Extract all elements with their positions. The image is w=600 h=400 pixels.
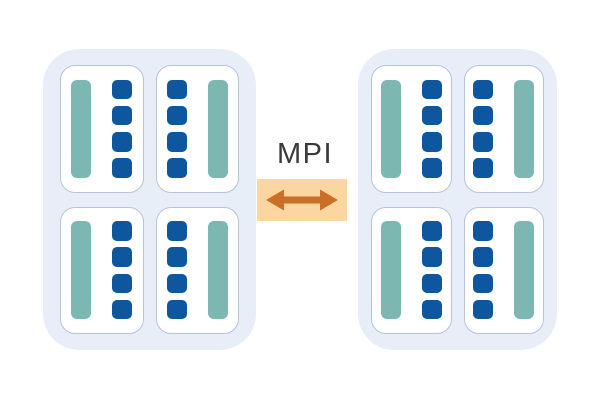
cpu-socket <box>60 65 144 193</box>
cpu-socket <box>371 65 452 193</box>
cpu-socket <box>155 65 239 193</box>
compute-node-left <box>43 49 256 350</box>
process-square <box>112 221 133 241</box>
cpu-socket <box>155 206 239 334</box>
process-square <box>166 105 187 126</box>
cpu-socket <box>371 206 452 334</box>
compute-node-right <box>358 49 557 350</box>
process-square <box>421 158 442 178</box>
teal-core-bar <box>380 221 401 320</box>
process-square <box>421 132 442 152</box>
process-square <box>421 247 442 267</box>
teal-core-bar <box>207 79 228 178</box>
teal-core-bar <box>71 221 92 320</box>
process-square <box>473 247 494 267</box>
process-square <box>112 105 133 126</box>
process-square-column <box>112 221 133 320</box>
process-square <box>112 158 133 178</box>
double-arrow-icon <box>266 189 338 211</box>
process-square-column <box>166 221 187 320</box>
process-square <box>421 221 442 241</box>
process-square <box>166 299 187 320</box>
process-square <box>473 273 494 294</box>
process-square <box>166 158 187 178</box>
process-square <box>421 79 442 100</box>
teal-core-bar <box>514 79 535 178</box>
teal-core-bar <box>207 221 228 320</box>
process-square-column <box>112 79 133 178</box>
teal-core-bar <box>514 221 535 320</box>
process-square-column <box>421 221 442 320</box>
process-square-column <box>473 79 494 178</box>
process-square <box>473 132 494 152</box>
process-square <box>112 132 133 152</box>
teal-core-bar <box>380 79 401 178</box>
cpu-socket <box>463 206 544 334</box>
process-square <box>112 79 133 100</box>
process-square <box>112 299 133 320</box>
process-square <box>473 105 494 126</box>
process-square <box>112 247 133 267</box>
cpu-socket <box>463 65 544 193</box>
mpi-link-box <box>257 179 347 221</box>
process-square <box>473 158 494 178</box>
teal-core-bar <box>71 79 92 178</box>
process-square <box>421 105 442 126</box>
mpi-label: MPI <box>276 138 334 170</box>
process-square <box>473 79 494 100</box>
process-square <box>166 273 187 294</box>
process-square-column <box>166 79 187 178</box>
process-square <box>166 247 187 267</box>
process-square <box>166 132 187 152</box>
process-square <box>421 273 442 294</box>
process-square <box>166 79 187 100</box>
process-square <box>473 221 494 241</box>
cpu-socket <box>60 206 144 334</box>
process-square <box>166 221 187 241</box>
process-square <box>473 299 494 320</box>
process-square <box>112 273 133 294</box>
process-square-column <box>473 221 494 320</box>
process-square-column <box>421 79 442 178</box>
process-square <box>421 299 442 320</box>
